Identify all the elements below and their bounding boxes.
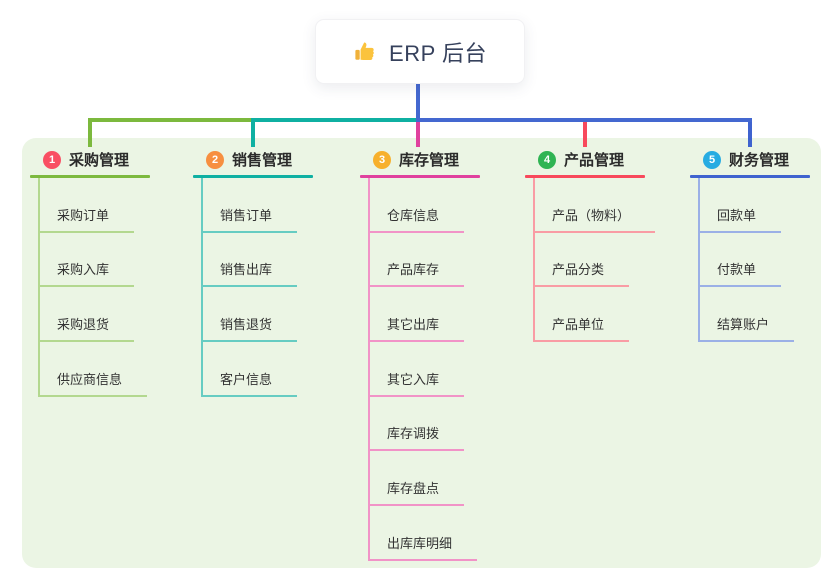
branch-4: 4 产品管理产品（物料）产品分类产品单位	[525, 148, 656, 343]
branch-header-5[interactable]: 5 财务管理	[703, 148, 810, 171]
branch-label: 采购管理	[69, 152, 130, 169]
mindmap-item[interactable]: 其它出库	[370, 287, 465, 343]
branch-number-badge: 5	[703, 150, 721, 169]
branch-items: 产品（物料）产品分类产品单位	[533, 178, 656, 343]
mindmap-item[interactable]: 客户信息	[203, 342, 298, 397]
mindmap-item[interactable]: 产品单位	[535, 287, 630, 343]
branch-1: 1 采购管理采购订单采购入库采购退货供应商信息	[30, 148, 150, 397]
branch-number-badge: 1	[43, 150, 61, 169]
trunk-segment-middle	[251, 118, 420, 122]
branch-number-badge: 3	[373, 150, 391, 169]
branch-underline	[30, 175, 150, 178]
branch-items: 销售订单销售出库销售退货客户信息	[201, 178, 313, 397]
mindmap-item[interactable]: 付款单	[700, 233, 782, 288]
branch-number-badge: 4	[538, 150, 556, 169]
root-node-label: ERP 后台	[389, 40, 487, 66]
mindmap-item[interactable]: 库存调拨	[370, 397, 465, 452]
mindmap-item[interactable]: 供应商信息	[40, 342, 148, 397]
branch-items: 仓库信息产品库存其它出库其它入库库存调拨库存盘点出库库明细	[368, 178, 480, 561]
trunk-segment-right	[416, 118, 752, 122]
trunk-segment-left	[88, 118, 255, 122]
mindmap-item[interactable]: 产品库存	[370, 233, 465, 288]
root-node-erp-backend[interactable]: ERP 后台	[315, 19, 525, 84]
mindmap-item[interactable]: 采购订单	[40, 178, 135, 233]
branch-drop-5	[748, 122, 752, 147]
branch-drop-2	[251, 122, 255, 147]
mindmap-item[interactable]: 回款单	[700, 178, 782, 233]
branch-3: 3 库存管理仓库信息产品库存其它出库其它入库库存调拨库存盘点出库库明细	[360, 148, 480, 561]
mindmap-item[interactable]: 库存盘点	[370, 451, 465, 507]
root-connector-line	[416, 82, 420, 120]
mindmap-canvas	[22, 138, 821, 568]
branch-drop-3	[416, 122, 420, 147]
branch-items: 回款单付款单结算账户	[698, 178, 810, 343]
mindmap-item[interactable]: 产品分类	[535, 233, 630, 288]
branch-number-badge: 2	[206, 150, 224, 169]
branch-2: 2 销售管理销售订单销售出库销售退货客户信息	[193, 148, 313, 397]
branch-label: 销售管理	[232, 152, 293, 169]
branch-drop-1	[88, 122, 92, 147]
mindmap-item[interactable]: 出库库明细	[370, 506, 478, 561]
branch-drop-4	[583, 122, 587, 147]
branch-label: 财务管理	[729, 152, 790, 169]
branch-underline	[193, 175, 313, 178]
branch-underline	[360, 175, 480, 178]
branch-5: 5 财务管理回款单付款单结算账户	[690, 148, 810, 343]
branch-header-4[interactable]: 4 产品管理	[538, 148, 655, 171]
branch-label: 库存管理	[399, 152, 460, 169]
mindmap-item[interactable]: 产品（物料）	[535, 178, 656, 233]
branch-label: 产品管理	[564, 152, 625, 169]
mindmap-item[interactable]: 采购入库	[40, 233, 135, 288]
mindmap-item[interactable]: 销售退货	[203, 287, 298, 343]
mindmap-item[interactable]: 采购退货	[40, 287, 135, 343]
mindmap-item[interactable]: 销售出库	[203, 233, 298, 288]
branch-items: 采购订单采购入库采购退货供应商信息	[38, 178, 150, 397]
mindmap-item[interactable]: 销售订单	[203, 178, 298, 233]
branch-header-3[interactable]: 3 库存管理	[373, 148, 480, 171]
branch-underline	[690, 175, 810, 178]
mindmap-item[interactable]: 结算账户	[700, 287, 795, 343]
branch-header-1[interactable]: 1 采购管理	[43, 148, 150, 171]
branch-header-2[interactable]: 2 销售管理	[206, 148, 313, 171]
mindmap-item[interactable]: 其它入库	[370, 342, 465, 397]
thumbs-up-icon	[353, 39, 379, 65]
branch-underline	[525, 175, 645, 178]
mindmap-item[interactable]: 仓库信息	[370, 178, 465, 233]
